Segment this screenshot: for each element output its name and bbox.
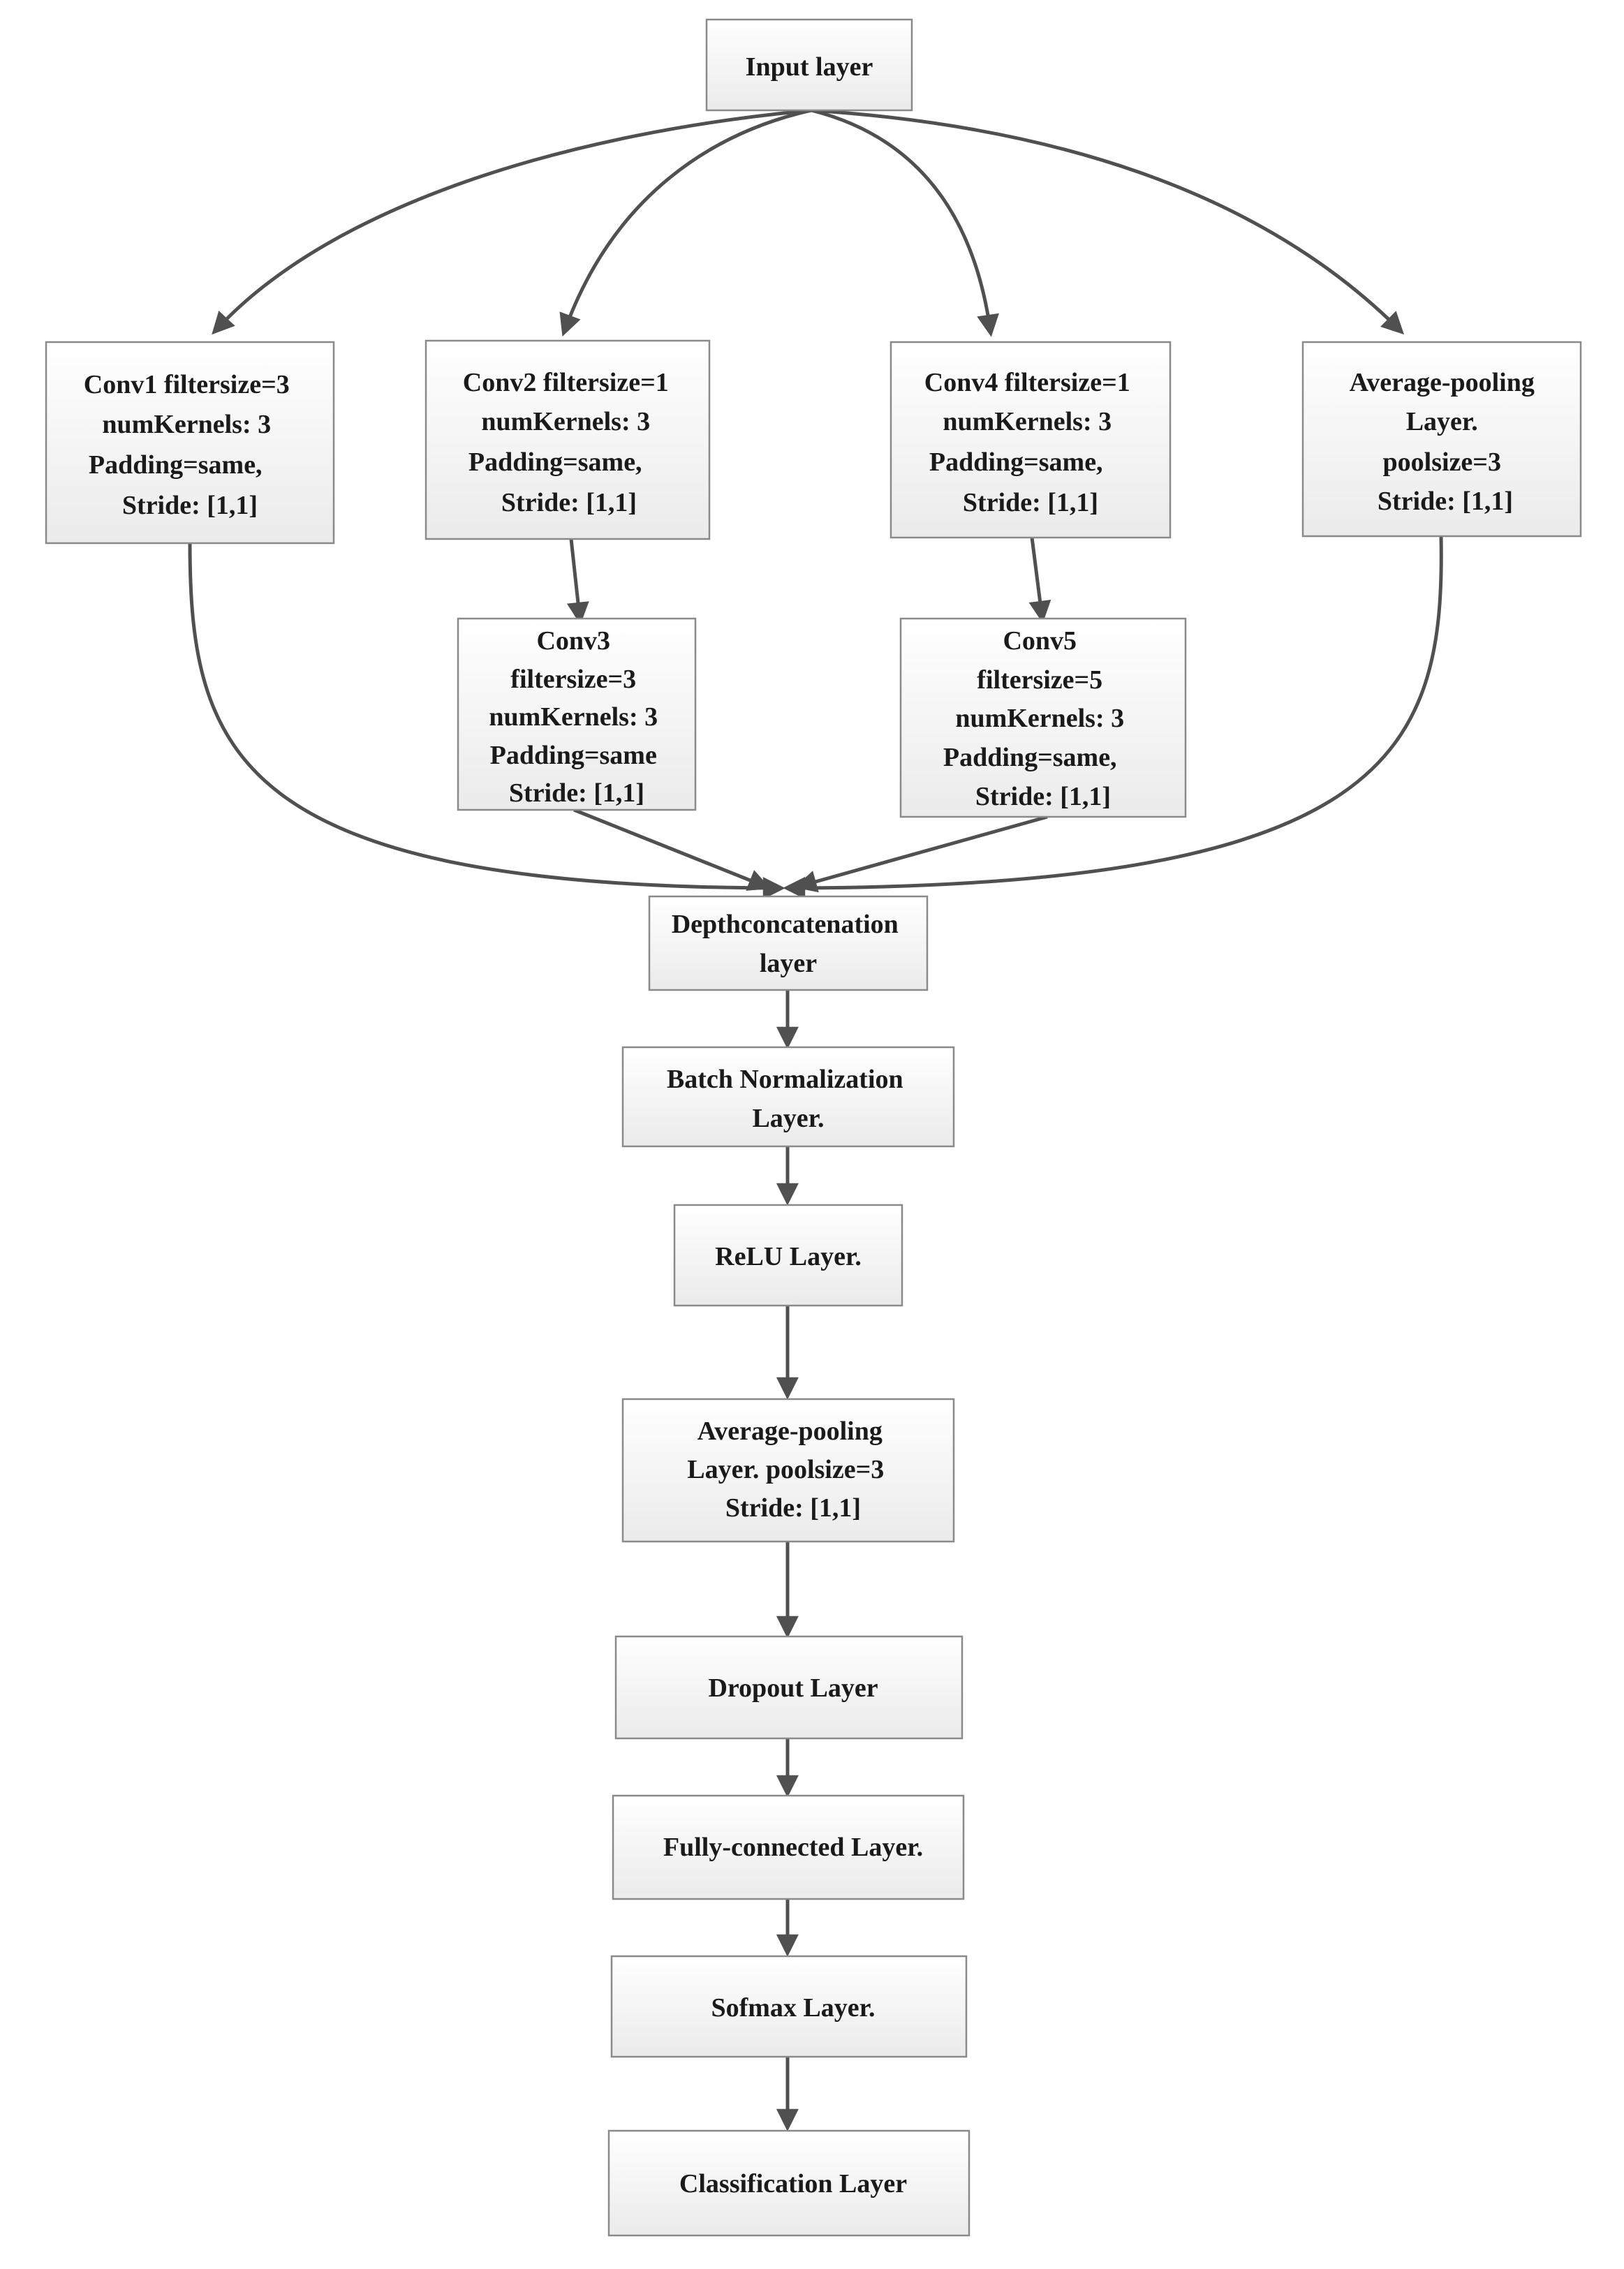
node-line: poolsize=3	[1383, 448, 1501, 477]
node-fully-connected: Fully-connected Layer.	[612, 1794, 965, 1900]
node-line: numKernels: 3	[481, 407, 650, 436]
edge-conv5-to-depthcat	[794, 815, 1048, 893]
node-line: Batch Normalization	[667, 1065, 903, 1094]
node-line: Padding=same,	[929, 448, 1103, 477]
edge-conv2-to-conv3	[566, 538, 589, 625]
node-line: Average-pooling	[1350, 368, 1535, 397]
edges-group	[188, 108, 1443, 2131]
edge-input-to-conv2	[559, 108, 812, 337]
node-line: Padding=same,	[468, 448, 642, 477]
node-line: Conv2 filtersize=1	[463, 368, 669, 397]
node-line: Fully-connected Layer.	[663, 1833, 923, 1862]
node-line: Depthconcatenation	[672, 910, 899, 939]
node-line: ReLU Layer.	[715, 1242, 862, 1271]
node-conv2-label: Conv2 filtersize=1 numKernels: 3 Padding…	[463, 368, 675, 517]
node-batch-normalization: Batch Normalization Layer.	[621, 1046, 955, 1148]
edge-input-to-conv4	[811, 108, 999, 337]
node-line: Conv4 filtersize=1	[924, 368, 1130, 397]
node-line: Stride: [1,1]	[509, 778, 644, 808]
node-relu: ReLU Layer.	[673, 1204, 903, 1307]
node-avgpool2: Average-pooling Layer. poolsize=3 Stride…	[621, 1398, 955, 1543]
node-conv4: Conv4 filtersize=1 numKernels: 3 Padding…	[889, 341, 1172, 539]
edge-avgpool1-to-depthcat	[783, 535, 1443, 899]
node-line: Conv5	[1003, 626, 1077, 656]
node-line: Stride: [1,1]	[1378, 487, 1513, 516]
node-softmax: Sofmax Layer.	[610, 1955, 968, 2058]
node-depthconcatenation: Depthconcatenation layer	[648, 895, 929, 991]
node-line: Padding=same,	[89, 450, 263, 480]
node-line: layer	[760, 949, 817, 978]
node-conv5-label: Conv5 filtersize=5 numKernels: 3 Padding…	[943, 626, 1131, 811]
node-classification-label: Classification Layer	[679, 2169, 907, 2198]
edge-input-to-conv1	[212, 108, 812, 335]
node-line: Stride: [1,1]	[963, 488, 1098, 517]
node-conv1: Conv1 filtersize=3 numKernels: 3 Padding…	[45, 341, 335, 545]
node-avgpool1-label: Average-pooling Layer. poolsize=3 Stride…	[1350, 368, 1542, 516]
node-line: Input layer	[746, 52, 873, 82]
node-line: numKernels: 3	[943, 407, 1112, 436]
node-line: numKernels: 3	[489, 702, 658, 732]
node-input-layer: Input layer	[705, 18, 913, 112]
node-line: Dropout Layer	[708, 1673, 878, 1703]
node-line: Conv3	[536, 626, 610, 656]
node-conv4-label: Conv4 filtersize=1 numKernels: 3 Padding…	[924, 368, 1137, 517]
node-line: Conv1 filtersize=3	[84, 370, 290, 399]
node-line: Average-pooling	[697, 1417, 883, 1446]
node-conv1-label: Conv1 filtersize=3 numKernels: 3 Padding…	[84, 370, 296, 520]
node-line: Stride: [1,1]	[122, 491, 258, 520]
node-line: Layer.	[1406, 407, 1478, 436]
node-line: Layer. poolsize=3	[687, 1455, 884, 1484]
node-dropout: Dropout Layer	[614, 1635, 964, 1740]
node-line: Stride: [1,1]	[725, 1493, 861, 1523]
node-line: Sofmax Layer.	[711, 1993, 875, 2023]
node-relu-label: ReLU Layer.	[715, 1242, 862, 1271]
node-line: Layer.	[752, 1104, 824, 1133]
node-line: numKernels: 3	[955, 704, 1124, 733]
node-classification: Classification Layer	[607, 2129, 970, 2237]
edge-conv3-to-depthcat	[573, 808, 771, 891]
node-avgpool2-label: Average-pooling Layer. poolsize=3 Stride…	[687, 1417, 891, 1523]
node-line: Padding=same,	[943, 743, 1117, 772]
node-avgpool1: Average-pooling Layer. poolsize=3 Stride…	[1301, 341, 1582, 538]
node-line: Stride: [1,1]	[501, 488, 637, 517]
node-dropout-label: Dropout Layer	[708, 1673, 878, 1703]
node-line: filtersize=3	[510, 665, 636, 694]
node-conv5: Conv5 filtersize=5 numKernels: 3 Padding…	[899, 617, 1187, 818]
node-softmax-label: Sofmax Layer.	[711, 1993, 875, 2023]
node-line: filtersize=5	[977, 665, 1102, 695]
node-conv3-label: Conv3 filtersize=3 numKernels: 3 Padding…	[489, 626, 664, 808]
node-line: Padding=same	[490, 741, 657, 770]
node-depthconcatenation-label: Depthconcatenation layer	[672, 910, 906, 978]
edge-conv1-to-depthcat	[188, 542, 785, 900]
node-line: Stride: [1,1]	[975, 782, 1111, 811]
node-conv2: Conv2 filtersize=1 numKernels: 3 Padding…	[425, 339, 711, 540]
edge-conv4-to-conv5	[1028, 537, 1051, 623]
edge-input-to-avgpool1	[811, 108, 1405, 335]
node-line: Classification Layer	[679, 2169, 907, 2198]
node-conv3: Conv3 filtersize=3 numKernels: 3 Padding…	[457, 617, 697, 811]
node-batch-normalization-label: Batch Normalization Layer.	[667, 1065, 910, 1133]
node-line: numKernels: 3	[102, 410, 271, 439]
node-fully-connected-label: Fully-connected Layer.	[663, 1833, 923, 1862]
node-input-layer-label: Input layer	[746, 52, 873, 82]
